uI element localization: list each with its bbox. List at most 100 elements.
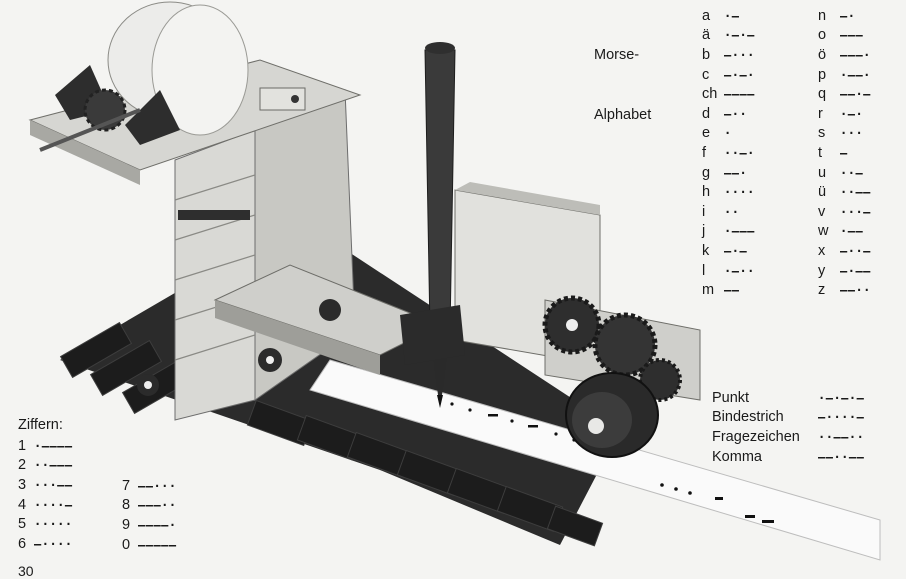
title-line-1: Morse- bbox=[594, 47, 640, 63]
morse-digit-label: 0 bbox=[122, 536, 131, 553]
morse-letter: k –·– bbox=[702, 241, 755, 261]
morse-digit-code: ·–––– bbox=[34, 438, 73, 453]
punctuation-item-code: –····– bbox=[818, 410, 865, 425]
morse-letter: ü··–– bbox=[818, 182, 871, 202]
morse-letter-label: c bbox=[702, 66, 710, 83]
punctuation-item-label: Komma bbox=[712, 448, 762, 465]
morse-letter-label: ä bbox=[702, 27, 711, 44]
morse-letter: d–·· bbox=[702, 104, 755, 124]
morse-digit-label: 3 bbox=[18, 476, 27, 493]
morse-letter-label: j bbox=[702, 223, 706, 240]
morse-letter-label: m bbox=[702, 282, 715, 299]
morse-letter-code: ––– bbox=[840, 28, 864, 43]
morse-letter-label: k bbox=[702, 242, 710, 259]
morse-letter: b–··· bbox=[702, 45, 755, 65]
morse-alphabet-title: Morse- Alphabet bbox=[594, 5, 651, 145]
morse-letter-code: ···· bbox=[724, 185, 755, 200]
morse-letter-label: l bbox=[702, 262, 706, 279]
punctuation-item: Fragezeichen··––·· bbox=[712, 427, 864, 447]
morse-letter-label: ch bbox=[702, 86, 718, 103]
bracket bbox=[259, 87, 306, 111]
morse-letter-label: u bbox=[818, 164, 827, 181]
morse-letter: m –– bbox=[702, 280, 755, 300]
morse-digit-code: ··––– bbox=[34, 458, 73, 473]
morse-letter-label: r bbox=[818, 105, 823, 122]
morse-letter: j ·––– bbox=[702, 222, 755, 242]
morse-letter: p ·––· bbox=[818, 65, 871, 85]
morse-letter-label: p bbox=[818, 66, 827, 83]
morse-digit: 6–···· bbox=[18, 534, 73, 554]
morse-digit-label: 7 bbox=[122, 477, 131, 494]
morse-digit: 1·–––– bbox=[18, 436, 73, 456]
morse-digit: 2··––– bbox=[18, 456, 73, 476]
punctuation-item-label: Fragezeichen bbox=[712, 428, 800, 445]
morse-letter-label: t bbox=[818, 144, 823, 161]
punctuation-item-code: ––··–– bbox=[818, 449, 865, 464]
morse-letter-code: ––· bbox=[724, 165, 748, 180]
morse-letter-code: ·––– bbox=[724, 224, 755, 239]
morse-letter-code: ·–– bbox=[840, 224, 864, 239]
morse-letter: ä·–·– bbox=[702, 26, 755, 46]
morse-letter-code: – bbox=[840, 145, 848, 160]
morse-digit-code: ····– bbox=[34, 497, 73, 512]
morse-letter-label: w bbox=[818, 223, 829, 240]
morse-letter-code: –·– bbox=[724, 243, 748, 258]
morse-letter-label: y bbox=[818, 262, 826, 279]
morse-letter-label: n bbox=[818, 7, 827, 24]
morse-letter-code: ··–· bbox=[724, 145, 755, 160]
morse-digit-label: 9 bbox=[122, 516, 131, 533]
morse-letter-label: ü bbox=[818, 184, 827, 201]
morse-digit: 3 ···–– bbox=[18, 475, 73, 495]
morse-letter-label: o bbox=[818, 27, 827, 44]
arm-gears bbox=[39, 65, 180, 152]
morse-digit-code: ––––– bbox=[138, 537, 177, 552]
morse-digit-code: ––––· bbox=[138, 517, 177, 532]
morse-letter-code: –·–· bbox=[724, 67, 755, 82]
morse-letter: a ·– bbox=[702, 6, 755, 26]
morse-letter: r ·–· bbox=[818, 104, 871, 124]
punctuation-item: Bindestrich –····– bbox=[712, 408, 864, 428]
morse-letter-label: h bbox=[702, 184, 711, 201]
morse-letter: x–··– bbox=[818, 241, 871, 261]
roller-wheel bbox=[565, 372, 659, 458]
morse-letter-code: –– bbox=[724, 283, 740, 298]
morse-letter-label: q bbox=[818, 86, 827, 103]
digits-column-right: 7––···8–––··9 ––––· 0 ––––– bbox=[122, 476, 177, 554]
title-line-2: Alphabet bbox=[594, 107, 652, 123]
pen bbox=[400, 42, 465, 408]
morse-letter: u··– bbox=[818, 163, 871, 183]
morse-letter: h ···· bbox=[702, 182, 755, 202]
morse-letter-code: –––– bbox=[724, 87, 755, 102]
large-wheel bbox=[107, 1, 249, 136]
punctuation-item-code: ·–·–·– bbox=[818, 390, 865, 405]
punctuation-list: Punkt·–·–·–Bindestrich –····– Fragezeichen… bbox=[712, 388, 864, 466]
morse-letter-code: ··· bbox=[840, 126, 864, 141]
morse-digit: 0 ––––– bbox=[122, 535, 177, 555]
morse-letter: t– bbox=[818, 143, 871, 163]
morse-letter-label: g bbox=[702, 164, 711, 181]
page-number: 30 bbox=[18, 563, 34, 579]
morse-letter-label: b bbox=[702, 46, 711, 63]
punctuation-item-label: Bindestrich bbox=[712, 409, 784, 426]
morse-digit: 7––··· bbox=[122, 476, 177, 496]
morse-letter: ö–––· bbox=[818, 45, 871, 65]
morse-digit-code: ···–– bbox=[34, 477, 73, 492]
morse-letter-label: a bbox=[702, 7, 711, 24]
morse-letter-label: s bbox=[818, 125, 826, 142]
morse-digit: 9 ––––· bbox=[122, 515, 177, 535]
alphabet-column-left: a·–ä·–·–b–···c–·–·ch––––d–··e·f··–·g––·h… bbox=[702, 6, 755, 300]
morse-digit-code: –···· bbox=[34, 536, 73, 551]
morse-letter-label: z bbox=[818, 282, 826, 299]
morse-letter: o ––– bbox=[818, 26, 871, 46]
punctuation-item: Komma ––··–– bbox=[712, 447, 864, 467]
morse-letter-code: –––· bbox=[840, 47, 871, 62]
morse-letter-code: ·––· bbox=[840, 67, 871, 82]
punctuation-item: Punkt·–·–·– bbox=[712, 388, 864, 408]
alphabet-column-right: n–·o–––ö–––·p·––·q––·–r·–·s···t–u··–ü··–… bbox=[818, 6, 871, 300]
morse-letter-code: ·–· bbox=[840, 106, 864, 121]
morse-letter: c –·–· bbox=[702, 65, 755, 85]
morse-letter-label: e bbox=[702, 125, 711, 142]
morse-digit: 8–––·· bbox=[122, 496, 177, 516]
morse-letter: z––·· bbox=[818, 280, 871, 300]
morse-letter-code: ·– bbox=[724, 8, 740, 23]
